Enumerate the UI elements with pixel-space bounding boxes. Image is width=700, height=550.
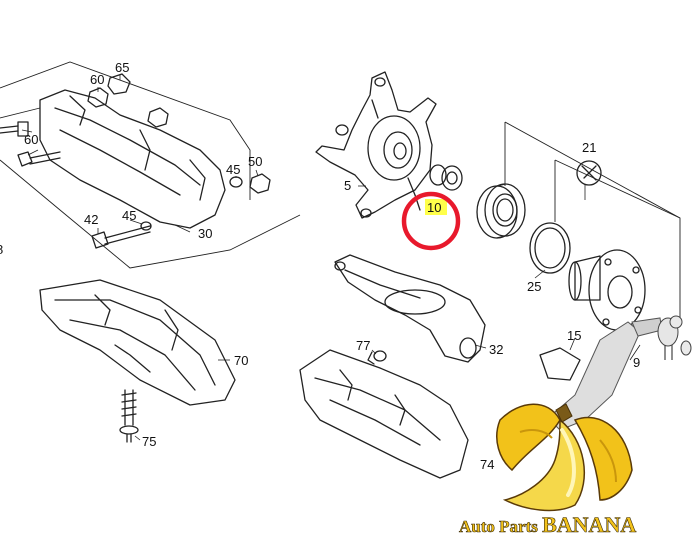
brand-text-auto-parts: Auto Parts BANANA [459, 512, 636, 537]
underbody-panel-70 [39, 279, 236, 406]
wheel-carrier-5 [315, 71, 437, 219]
callout-30: 30 [198, 226, 212, 241]
callout-60-top: 60 [90, 72, 104, 87]
wheel-hub [568, 249, 646, 331]
leader-lines [21, 75, 641, 441]
bolt-60-lower [17, 151, 61, 167]
group-bracket-21 [504, 121, 681, 318]
snap-ring-25 [529, 222, 571, 274]
bushing-pair [429, 164, 463, 191]
brand-big-text: BANANA [542, 512, 636, 537]
callout-42: 42 [84, 212, 98, 227]
brand-wordmark: Auto Parts BANANA [459, 512, 637, 538]
callout-60-left: 60 [24, 132, 38, 147]
washer-45-lower [140, 221, 152, 231]
bolt-60-left [0, 121, 29, 137]
wheel-bearing [476, 183, 526, 239]
callout-10-highlighted: 10 [427, 200, 441, 215]
callout-labels: 65 60 60 45 50 42 45 30 8 70 75 5 10 21 … [0, 60, 640, 472]
nut-50 [249, 173, 271, 194]
callout-25: 25 [527, 279, 541, 294]
callout-5: 5 [344, 178, 351, 193]
callout-74: 74 [480, 457, 494, 472]
control-arm-32 [334, 254, 486, 363]
washer-45 [229, 176, 243, 188]
bracket-15 [539, 347, 581, 381]
callout-70: 70 [234, 353, 248, 368]
highlight-10-background [425, 199, 447, 215]
callout-15: 15 [567, 328, 581, 343]
banana-logo-icon [496, 403, 633, 512]
callout-75: 75 [142, 434, 156, 449]
callout-50: 50 [248, 154, 262, 169]
callout-21: 21 [582, 140, 596, 155]
bolt-77 [367, 350, 387, 365]
callout-77: 77 [356, 338, 370, 353]
callout-8: 8 [0, 242, 3, 257]
nut-65-top [107, 73, 131, 95]
nut-60-top [87, 87, 109, 108]
callout-65: 65 [115, 60, 129, 75]
brand-small-text: Auto Parts [459, 517, 542, 536]
callout-9: 9 [633, 355, 640, 370]
callout-45-lower: 45 [122, 208, 136, 223]
callout-45-right: 45 [226, 162, 240, 177]
callout-32: 32 [489, 342, 503, 357]
red-highlight-circle [401, 191, 461, 251]
underbody-cover-74 [299, 349, 469, 479]
bolt-42 [91, 225, 151, 249]
subframe-crossmember [0, 61, 301, 269]
rivet-75 [119, 389, 139, 443]
nut-top-center [147, 107, 169, 128]
wrench-tool-icon [576, 160, 602, 186]
